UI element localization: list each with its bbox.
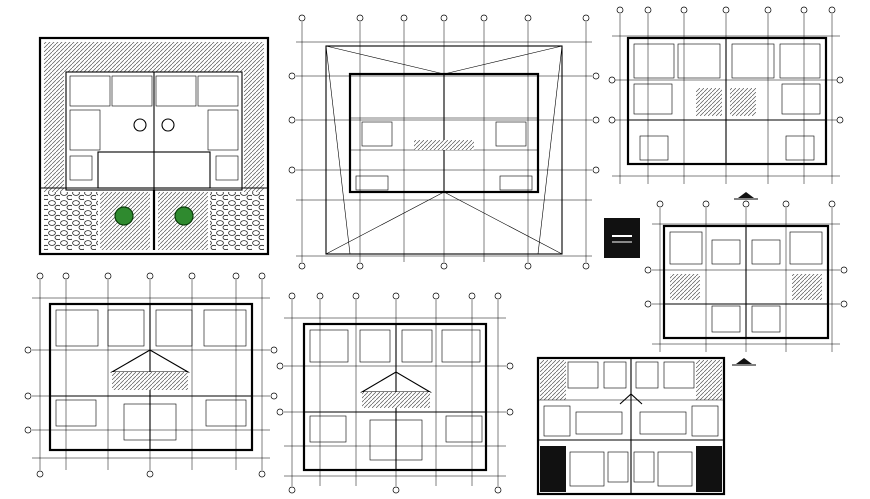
second-floor-plan — [644, 200, 848, 366]
site-plan — [38, 36, 270, 256]
north-arrow-icon — [732, 358, 756, 366]
tree-icon — [174, 206, 194, 226]
furnished-plan — [536, 356, 726, 496]
upper-floor-plan — [608, 6, 844, 200]
roof-plan — [288, 14, 600, 270]
tree-icon — [114, 206, 134, 226]
ground-floor-plan — [24, 272, 278, 478]
first-floor-plan — [276, 292, 514, 494]
legend-block-icon — [604, 218, 640, 258]
north-arrow-icon — [734, 192, 758, 200]
